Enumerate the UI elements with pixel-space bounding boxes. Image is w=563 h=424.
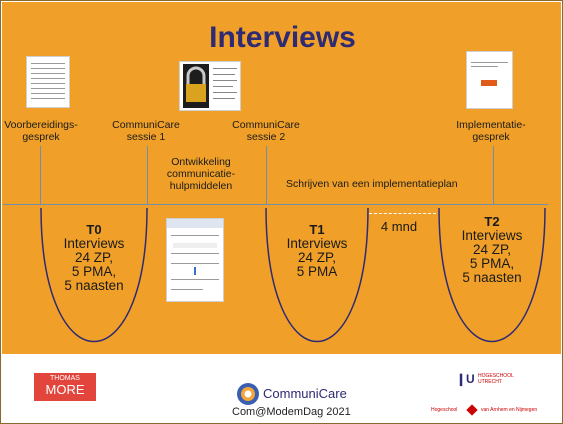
tool-screenshot-thumbnail [166,218,224,302]
phase-t1: T1 Interviews 24 ZP, 5 PMA [264,223,370,279]
phase-t0: T0 Interviews 24 ZP, 5 PMA, 5 naasten [41,223,147,293]
label-line: gesprek [22,131,60,143]
label-implementatiegesprek: Implementatie- gesprek [451,119,531,143]
hu-text: HOGESCHOOL UTRECHT [478,373,538,385]
label-line: Voorbereidings- [4,119,78,131]
logo-line: HOGESCHOOL [478,373,514,379]
communicare-logo-text: CommuniCare [263,386,347,401]
u-curve-t2 [438,207,546,343]
phase-line: 24 ZP, [74,250,114,265]
logo-line: UTRECHT [478,379,502,385]
label-interval: 4 mnd [380,219,418,234]
communicare-logo-icon [237,383,259,405]
phase-t2: T2 Interviews 24 ZP, 5 PMA, 5 naasten [439,215,545,285]
interval-dash [369,213,436,214]
phase-line: 5 naasten [64,278,124,293]
phase-line: 24 ZP, [297,250,337,265]
phase-code: T0 [86,222,102,237]
label-line: CommuniCare [232,119,300,131]
label-line: communicatie- [166,168,236,180]
phase-line: Interviews [461,228,523,243]
phase-line: 5 PMA, [469,256,515,271]
phase-line: 5 naasten [462,270,522,285]
label-line: sessie 2 [246,131,286,143]
padlock-icon [183,64,237,108]
phase-code: T1 [309,222,325,237]
u-curve-t1 [265,207,369,343]
label-line: Implementatie- [456,119,526,131]
document-thumbnail-implementatie [466,51,513,109]
logo-line: van Arnhem en Nijmegen [481,407,538,413]
event-name: Com@ModemDag 2021 [232,406,351,418]
label-line: gesprek [472,131,510,143]
label-voorbereidingsgesprek: Voorbereidings- gesprek [1,119,81,143]
label-line: hulpmiddelen [169,180,233,192]
phase-line: Interviews [286,236,348,251]
timeline-tick [266,146,267,204]
han-mark-icon [466,404,478,416]
timeline-tick [40,146,41,204]
phase-line: 5 PMA [296,264,338,279]
lock-document-thumbnail [179,61,241,111]
phase-line: Interviews [63,236,125,251]
document-thumbnail-voorbereiding [26,56,70,108]
label-ontwikkeling: Ontwikkeling communicatie- hulpmiddelen [151,156,251,192]
han-logo: Hogeschool van Arnhem en Nijmegen [431,404,543,416]
label-schrijven: Schrijven van een implementatieplan [286,178,458,190]
logo-line: Hogeschool [431,407,458,413]
phase-line: 24 ZP, [472,242,512,257]
page-title: Interviews [209,21,356,54]
timeline-tick [147,146,148,204]
label-sessie-1: CommuniCare sessie 1 [106,119,186,143]
u-curve-t0 [40,207,148,343]
thomas-more-logo: THOMAS MORE [34,373,96,401]
phase-code: T2 [484,214,500,229]
timeline-axis [3,204,548,205]
phase-line: 5 PMA, [71,264,117,279]
label-line: Ontwikkeling [171,156,231,168]
label-line: sessie 1 [126,131,166,143]
label-sessie-2: CommuniCare sessie 2 [226,119,306,143]
timeline-tick [493,146,494,204]
logo-line: MORE [45,382,85,397]
hu-mark-icon: ❙U [456,372,475,386]
label-line: CommuniCare [112,119,180,131]
logo-line: THOMAS [50,375,80,382]
